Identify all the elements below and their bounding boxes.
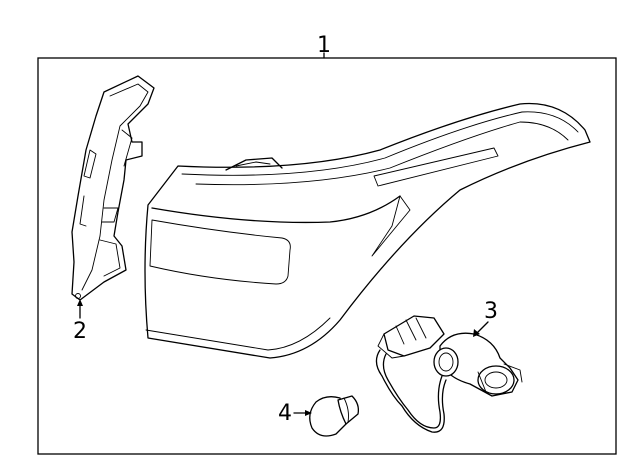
tail-lamp-assembly[interactable] (144, 102, 591, 359)
bracket-mount-hole (75, 293, 81, 299)
harness-wire-1 (375, 349, 447, 433)
callout-3[interactable]: 3 (473, 299, 498, 337)
callout-3-label: 3 (484, 299, 498, 324)
callout-1-label: 1 (317, 33, 331, 58)
mounting-bracket[interactable] (71, 75, 155, 301)
bracket-rib-3 (79, 195, 87, 227)
callout-3-leader (475, 321, 489, 335)
bulb-socket-base-inner (484, 371, 508, 389)
bracket-tab (83, 149, 97, 179)
callout-4-label: 4 (278, 401, 292, 426)
bulb-socket-lugs (477, 363, 523, 393)
lamp-housing-back-detail (235, 161, 271, 167)
harness-wire-2 (382, 353, 443, 429)
lamp-housing-outline (144, 102, 591, 359)
callout-1[interactable]: 1 (317, 33, 331, 59)
lens-divider (151, 195, 401, 224)
callout-4-arrow (305, 410, 312, 416)
lens-lower-contour (145, 317, 331, 351)
diagram-frame (37, 57, 617, 455)
bulb-base-ring (343, 397, 349, 423)
bulb-socket-opening (433, 347, 459, 377)
socket-and-wiring-harness[interactable] (375, 315, 523, 433)
bracket-inner-edge (81, 83, 149, 291)
harness-connector-face (377, 333, 405, 359)
callout-2[interactable]: 2 (73, 299, 87, 344)
bulb-glass (309, 396, 347, 437)
bracket-rib-1 (121, 129, 133, 167)
bracket-rib-2 (101, 207, 119, 223)
bulb[interactable] (309, 395, 360, 437)
light-strip (373, 147, 499, 187)
bulb-socket-base (477, 365, 515, 395)
bracket-outline (71, 75, 155, 301)
lamp-housing-top-lip (181, 111, 579, 176)
callout-3-arrow (473, 329, 480, 337)
callout-2-arrow (77, 299, 83, 306)
reflector-wedge (371, 195, 411, 257)
lens-inner-panel (149, 219, 291, 285)
bulb-socket-opening-inner (438, 352, 454, 372)
callout-4[interactable]: 4 (278, 401, 312, 426)
lamp-housing-back-ridge (225, 157, 283, 171)
bracket-rib-4 (99, 239, 121, 277)
harness-connector-latch (395, 317, 427, 345)
callout-2-label: 2 (73, 319, 87, 344)
lamp-housing-inner-rim (195, 121, 569, 186)
